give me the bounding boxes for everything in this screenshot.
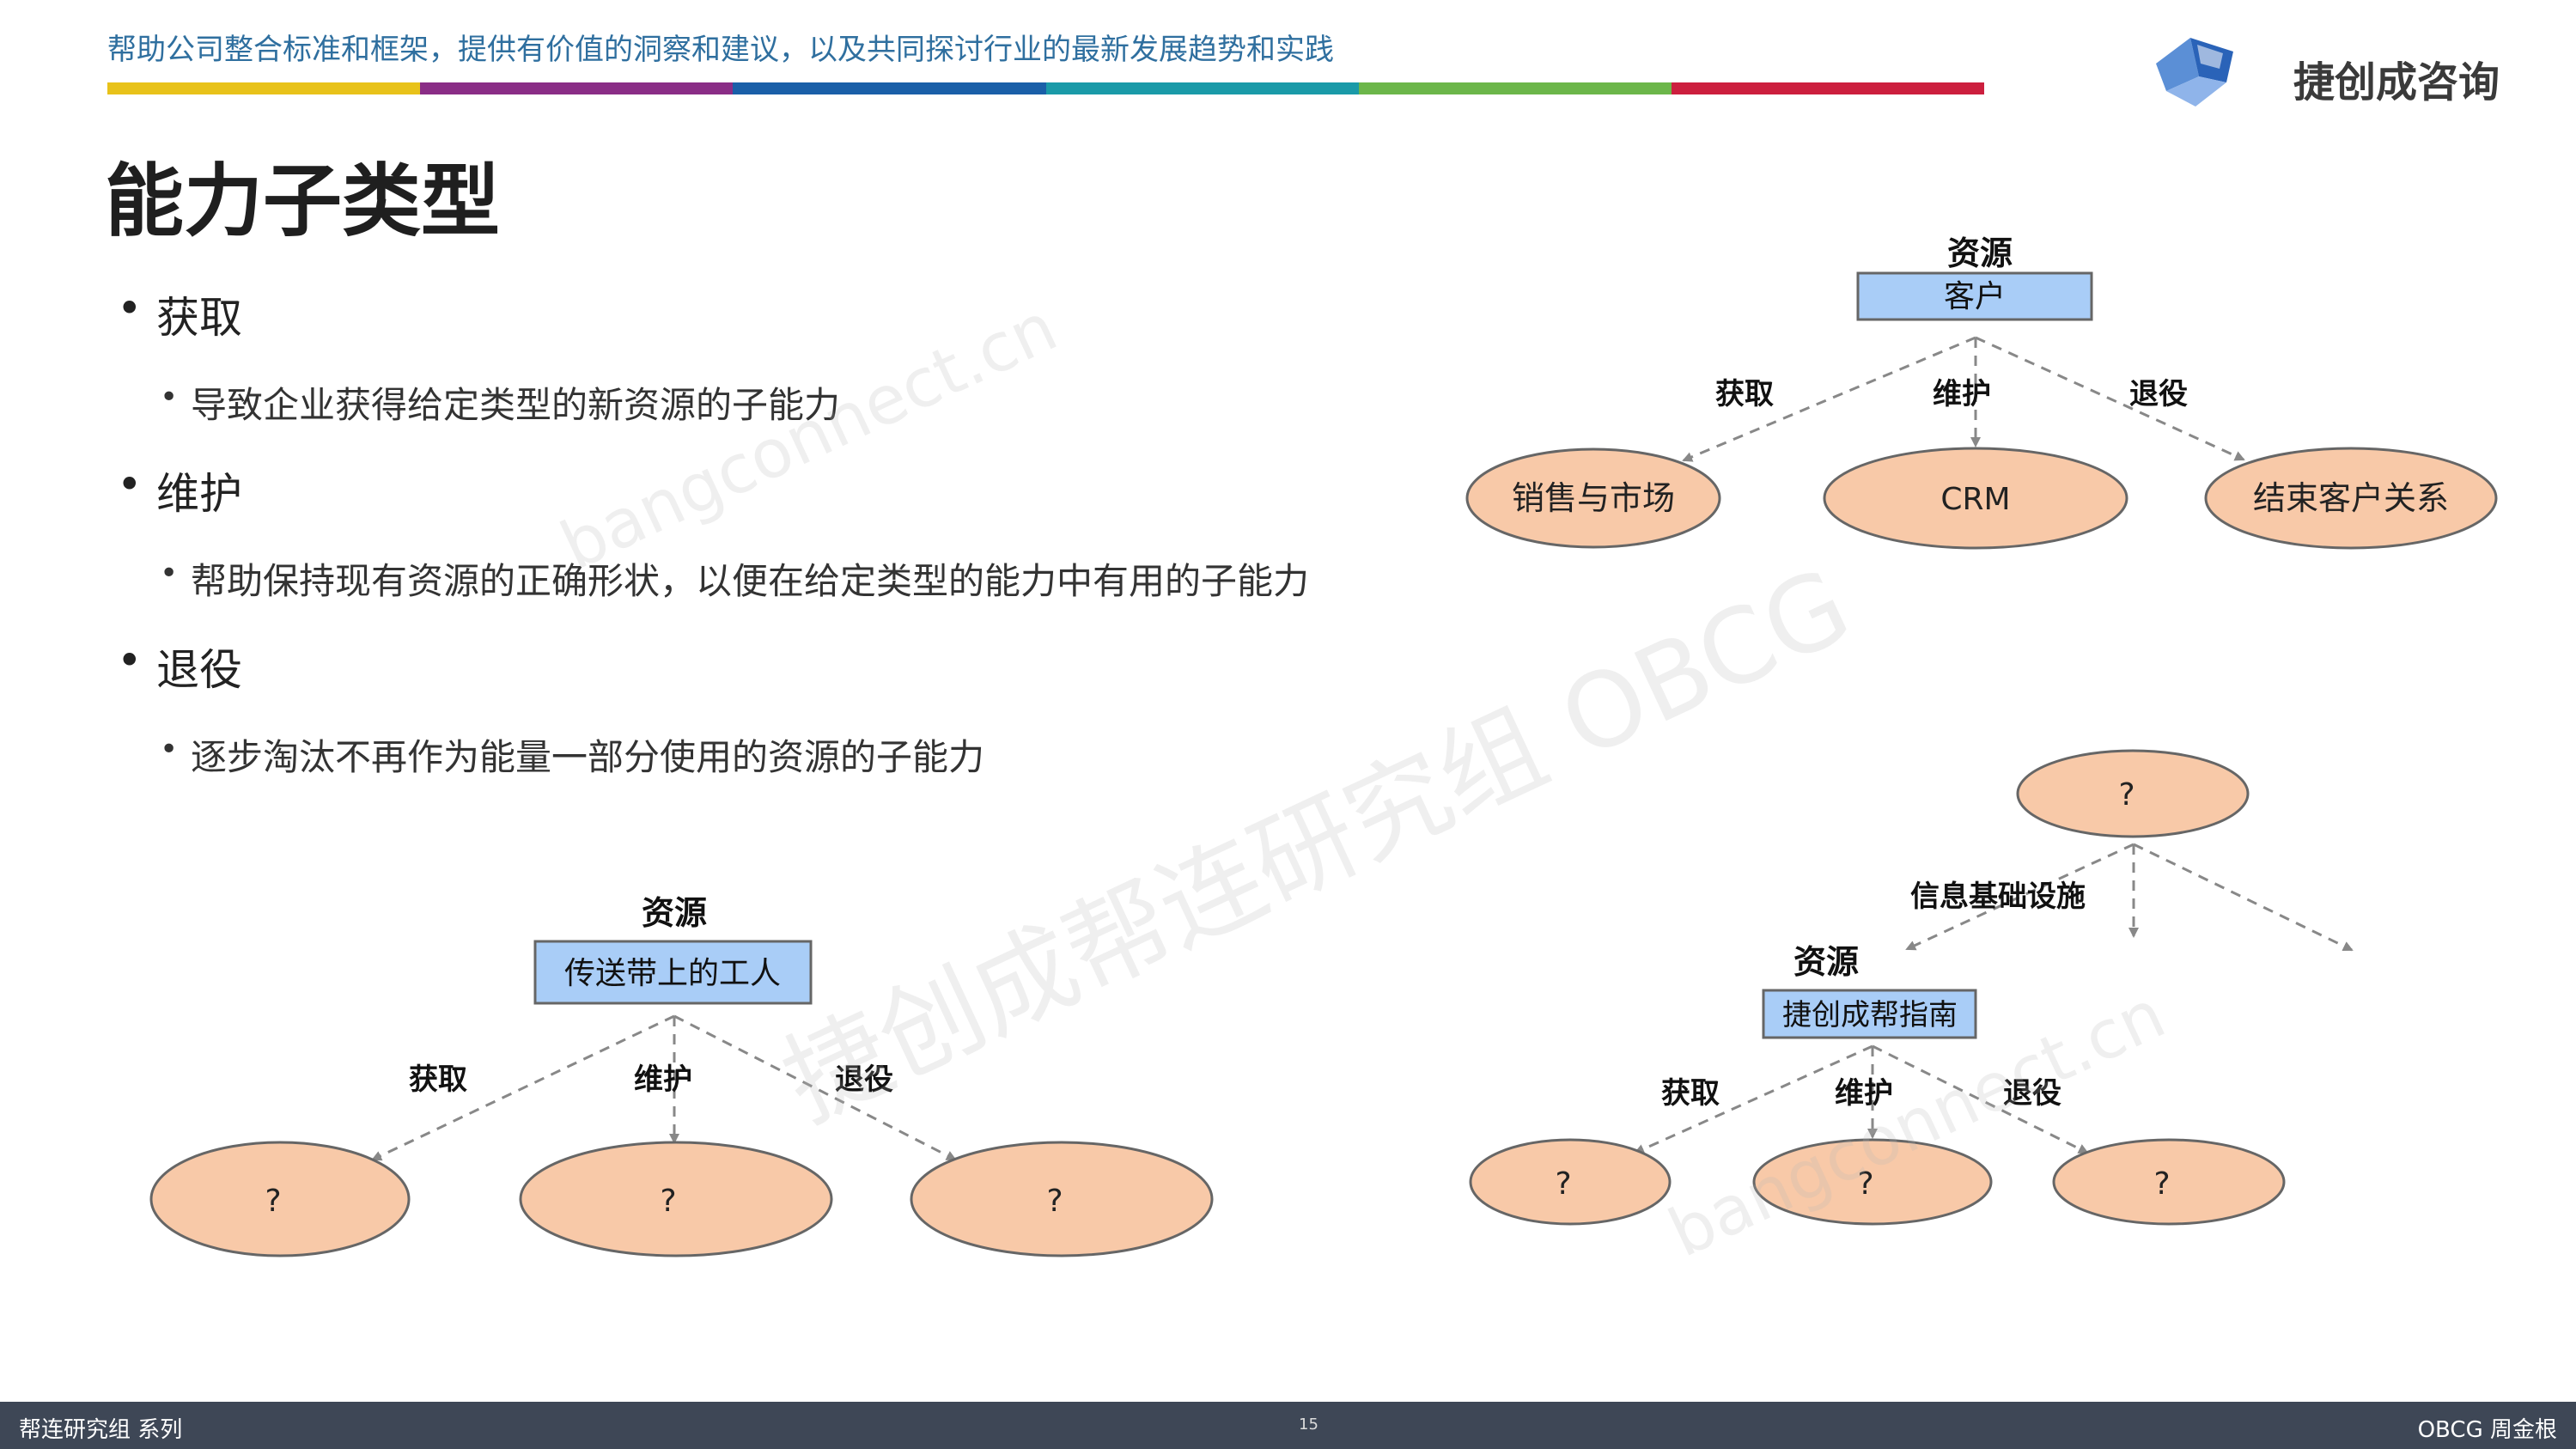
header-tagline: 帮助公司整合标准和框架，提供有价值的洞察和建议，以及共同探讨行业的最新发展趋势和… <box>107 33 1334 67</box>
footer-series: 帮连研究组 系列 <box>19 1417 183 1443</box>
bullet-maintain: 维护 <box>117 460 242 521</box>
capability-node-label: ? <box>1857 1166 1873 1202</box>
color-bar-segment <box>1358 82 1672 94</box>
color-bar-segment <box>1671 82 1985 94</box>
capability-node <box>1465 447 1721 549</box>
capability-node <box>2016 749 2250 838</box>
diagram-guide: ? 信息基础设施 资源 捷创成帮指南 获取 维护 退役 ? ? ? <box>1469 749 2354 1226</box>
diagram-customer: 资源 客户 获取 维护 退役 销售与市场 CRM 结束客户关系 <box>1465 234 2498 550</box>
resource-box-label: 传送带上的工人 <box>564 956 781 991</box>
capability-node-label: ? <box>660 1184 676 1219</box>
edge-label-maintain: 维护 <box>1933 377 1991 411</box>
page-number: 15 <box>1299 1416 1318 1434</box>
color-bar-segment <box>1045 82 1359 94</box>
capability-node <box>2204 447 2498 550</box>
color-bar-segment <box>733 82 1046 94</box>
capability-node <box>1469 1138 1672 1226</box>
capability-node <box>910 1141 1214 1257</box>
resource-box <box>1762 989 1977 1039</box>
capability-node-label: ? <box>1046 1184 1063 1219</box>
resource-box-label: 捷创成帮指南 <box>1782 998 1958 1032</box>
diagram-caption: 资源 <box>1793 943 1859 981</box>
edge-label-acquire: 获取 <box>409 1062 467 1097</box>
capability-node-label: CRM <box>1940 482 2010 517</box>
bullet-acquire: 获取 <box>117 283 242 345</box>
capability-node <box>519 1141 833 1257</box>
resource-box <box>1856 271 2093 321</box>
edge-line <box>673 1014 957 1161</box>
edge-label-acquire: 获取 <box>1715 377 1774 411</box>
edge-label-retire: 退役 <box>2129 377 2188 411</box>
cube-logo-icon <box>2156 38 2233 107</box>
resource-box <box>533 940 813 1005</box>
bullet-retire: 退役 <box>117 636 242 697</box>
resource-box-label: 客户 <box>1944 279 2006 314</box>
capability-node-label: ? <box>2118 777 2134 813</box>
capability-node <box>2052 1138 2286 1226</box>
edge-line <box>1975 336 2245 461</box>
diagram-conveyor-worker: 资源 传送带上的工人 获取 维护 退役 ? ? ? <box>149 894 1214 1257</box>
capability-node-label: 结束客户关系 <box>2253 479 2449 517</box>
edge-line <box>371 1014 675 1161</box>
edge-label-maintain: 维护 <box>634 1062 692 1097</box>
capability-node <box>1752 1138 1993 1226</box>
color-bar-segment <box>420 82 734 94</box>
edge-label-retire: 退役 <box>2003 1076 2061 1111</box>
capability-node-label: ? <box>2153 1166 2170 1202</box>
footer-author: OBCG 周金根 <box>2417 1417 2557 1443</box>
edge-line <box>2133 843 2354 952</box>
bullet-maintain-detail: 帮助保持现有资源的正确形状，以便在给定类型的能力中有用的子能力 <box>160 552 1309 605</box>
edge-label-infrastructure: 信息基础设施 <box>1910 880 2086 914</box>
diagram-caption: 资源 <box>642 894 707 932</box>
capability-node-label: ? <box>265 1184 281 1219</box>
header-color-bar <box>107 82 1985 94</box>
capability-node-label: 销售与市场 <box>1512 479 1675 517</box>
edge-label-maintain: 维护 <box>1835 1076 1893 1111</box>
capability-node <box>149 1141 411 1257</box>
edge-line <box>1905 843 2134 951</box>
edge-label-retire: 退役 <box>835 1062 893 1097</box>
edge-label-acquire: 获取 <box>1661 1076 1720 1111</box>
brand-name: 捷创成咨询 <box>2293 58 2500 107</box>
capability-node <box>1823 447 2128 550</box>
bullet-retire-detail: 逐步淘汰不再作为能量一部分使用的资源的子能力 <box>160 728 984 781</box>
bullet-acquire-detail: 导致企业获得给定类型的新资源的子能力 <box>160 376 840 429</box>
capability-node-label: ? <box>1555 1166 1571 1202</box>
page-title: 能力子类型 <box>105 155 501 247</box>
footer-bar: 帮连研究组 系列 15 OBCG 周金根 <box>0 1402 2576 1449</box>
edge-line <box>1634 1044 1873 1154</box>
edge-line <box>1872 1044 2089 1154</box>
color-bar-segment <box>107 82 421 94</box>
diagram-caption: 资源 <box>1947 234 2013 272</box>
